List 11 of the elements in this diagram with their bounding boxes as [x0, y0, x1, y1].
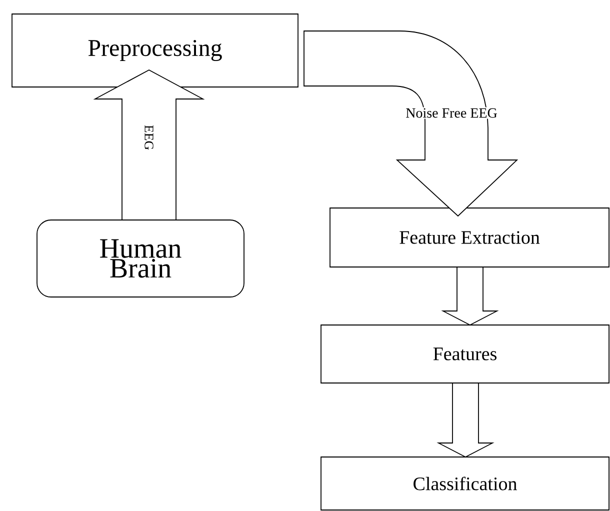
- block-arrow: [93, 69, 205, 220]
- block-arrow: [436, 382, 494, 458]
- process-box: Classification: [320, 456, 610, 510]
- block-arrow: [441, 266, 499, 326]
- process-box: Feature Extraction: [330, 208, 610, 268]
- edge-label: EEG: [144, 125, 154, 150]
- rounded-box: Human Brain: [36, 220, 244, 298]
- block-arrow: [304, 30, 518, 216]
- edge-label: Noise Free EEG: [404, 107, 498, 119]
- process-box: Features: [320, 324, 610, 384]
- process-box: Preprocessing: [12, 14, 298, 88]
